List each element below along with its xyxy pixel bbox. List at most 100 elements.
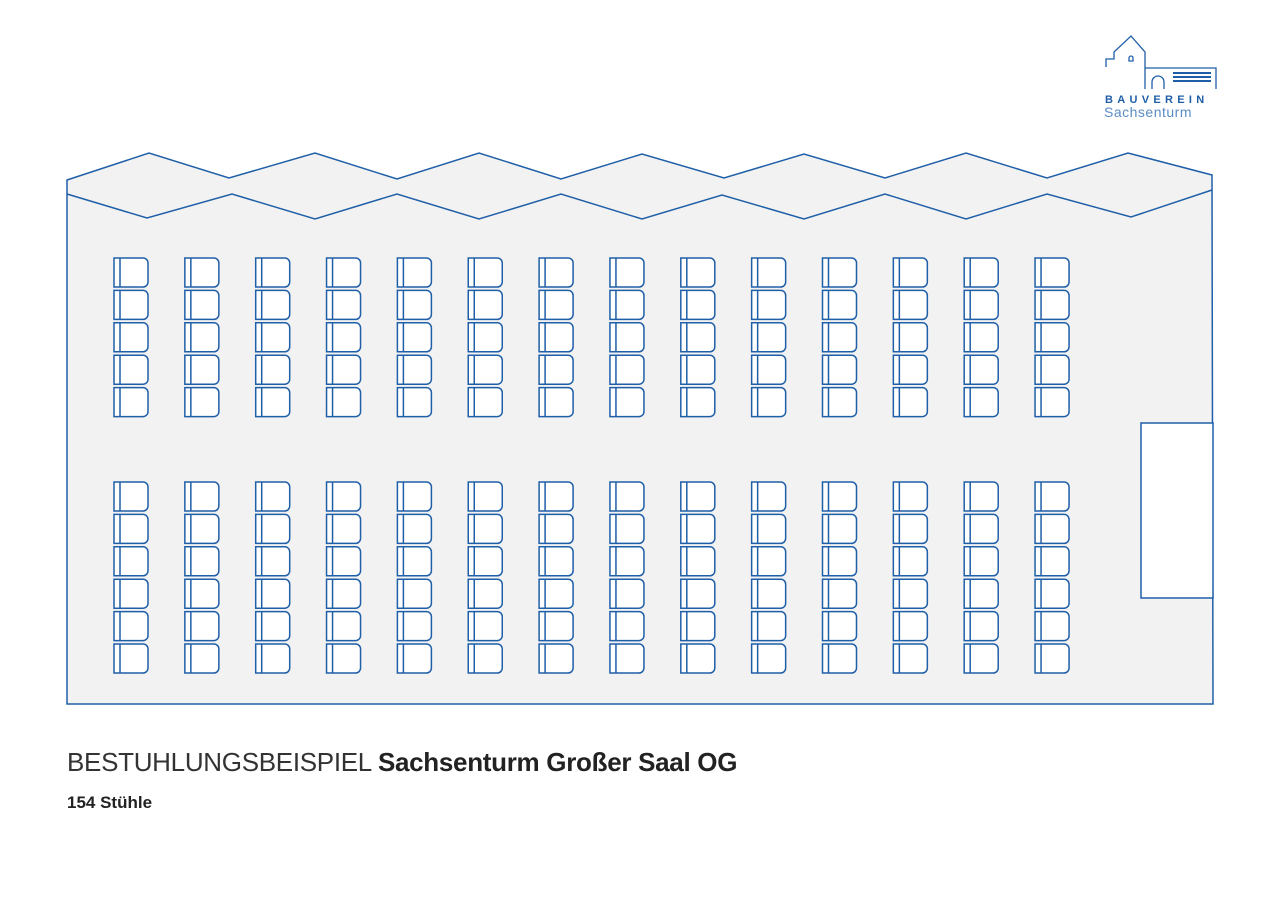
chair bbox=[1034, 643, 1070, 674]
chair bbox=[467, 322, 503, 353]
chair bbox=[609, 610, 645, 642]
chair bbox=[254, 481, 291, 512]
chair bbox=[609, 322, 645, 353]
chair bbox=[680, 386, 716, 418]
chair bbox=[821, 546, 858, 577]
chair bbox=[750, 322, 787, 353]
chair bbox=[254, 322, 291, 353]
chair bbox=[963, 257, 999, 288]
chair bbox=[467, 643, 503, 674]
chair bbox=[467, 546, 503, 577]
chair bbox=[538, 610, 574, 642]
chair bbox=[1034, 322, 1070, 353]
chair bbox=[680, 610, 716, 642]
chair bbox=[184, 578, 220, 609]
chair bbox=[396, 610, 433, 642]
stage bbox=[1140, 422, 1214, 599]
bauverein-logo bbox=[1105, 35, 1217, 89]
chair bbox=[325, 513, 362, 545]
page-title: BESTUHLUNGSBEISPIEL Sachsenturm Großer S… bbox=[67, 747, 737, 778]
chair bbox=[892, 354, 929, 385]
chair bbox=[254, 386, 291, 418]
chair bbox=[467, 610, 503, 642]
chair bbox=[821, 386, 858, 418]
chair bbox=[254, 257, 291, 288]
chair bbox=[396, 386, 433, 418]
chair bbox=[609, 289, 645, 321]
chair bbox=[821, 513, 858, 545]
logo-line2: Sachsenturm bbox=[1104, 104, 1192, 120]
chair bbox=[963, 513, 999, 545]
chair bbox=[254, 513, 291, 545]
chair bbox=[538, 257, 574, 288]
title-prefix: BESTUHLUNGSBEISPIEL bbox=[67, 747, 371, 777]
chair bbox=[680, 578, 716, 609]
chair bbox=[750, 354, 787, 385]
chair bbox=[396, 322, 433, 353]
chair bbox=[254, 643, 291, 674]
chair bbox=[609, 546, 645, 577]
chair bbox=[396, 513, 433, 545]
chair bbox=[467, 354, 503, 385]
chair bbox=[113, 546, 149, 577]
chair bbox=[467, 257, 503, 288]
chair bbox=[325, 481, 362, 512]
roof-line bbox=[66, 189, 1213, 220]
chair bbox=[254, 546, 291, 577]
chair bbox=[680, 322, 716, 353]
chair bbox=[325, 546, 362, 577]
chair bbox=[325, 289, 362, 321]
chair bbox=[113, 578, 149, 609]
chair bbox=[963, 386, 999, 418]
chair bbox=[254, 578, 291, 609]
chair bbox=[821, 289, 858, 321]
chair bbox=[892, 322, 929, 353]
chair bbox=[609, 513, 645, 545]
chair bbox=[963, 481, 999, 512]
chair bbox=[1034, 289, 1070, 321]
chair bbox=[254, 289, 291, 321]
chair bbox=[467, 513, 503, 545]
chair bbox=[750, 643, 787, 674]
chair bbox=[184, 257, 220, 288]
chair bbox=[892, 610, 929, 642]
chair bbox=[821, 257, 858, 288]
chair bbox=[680, 513, 716, 545]
chair bbox=[750, 481, 787, 512]
chair bbox=[680, 257, 716, 288]
chair bbox=[1034, 386, 1070, 418]
chair bbox=[467, 578, 503, 609]
chair bbox=[538, 354, 574, 385]
chair bbox=[113, 481, 149, 512]
chair bbox=[184, 322, 220, 353]
chair bbox=[396, 257, 433, 288]
chair bbox=[892, 257, 929, 288]
chair bbox=[892, 289, 929, 321]
chair bbox=[892, 643, 929, 674]
chair bbox=[892, 386, 929, 418]
chair bbox=[538, 322, 574, 353]
chair bbox=[538, 481, 574, 512]
chair bbox=[467, 289, 503, 321]
chair bbox=[821, 354, 858, 385]
chair bbox=[821, 610, 858, 642]
chair bbox=[1034, 257, 1070, 288]
chair bbox=[113, 257, 149, 288]
chair bbox=[113, 643, 149, 674]
chair bbox=[963, 354, 999, 385]
chair bbox=[538, 289, 574, 321]
chair bbox=[184, 386, 220, 418]
chair bbox=[609, 481, 645, 512]
chair bbox=[609, 578, 645, 609]
chair bbox=[750, 513, 787, 545]
chair bbox=[1034, 354, 1070, 385]
chair bbox=[680, 643, 716, 674]
chair bbox=[892, 481, 929, 512]
chair bbox=[963, 322, 999, 353]
chair bbox=[609, 257, 645, 288]
chairs bbox=[113, 257, 1070, 674]
chair bbox=[184, 643, 220, 674]
chair bbox=[254, 610, 291, 642]
chair bbox=[538, 546, 574, 577]
chair bbox=[184, 481, 220, 512]
